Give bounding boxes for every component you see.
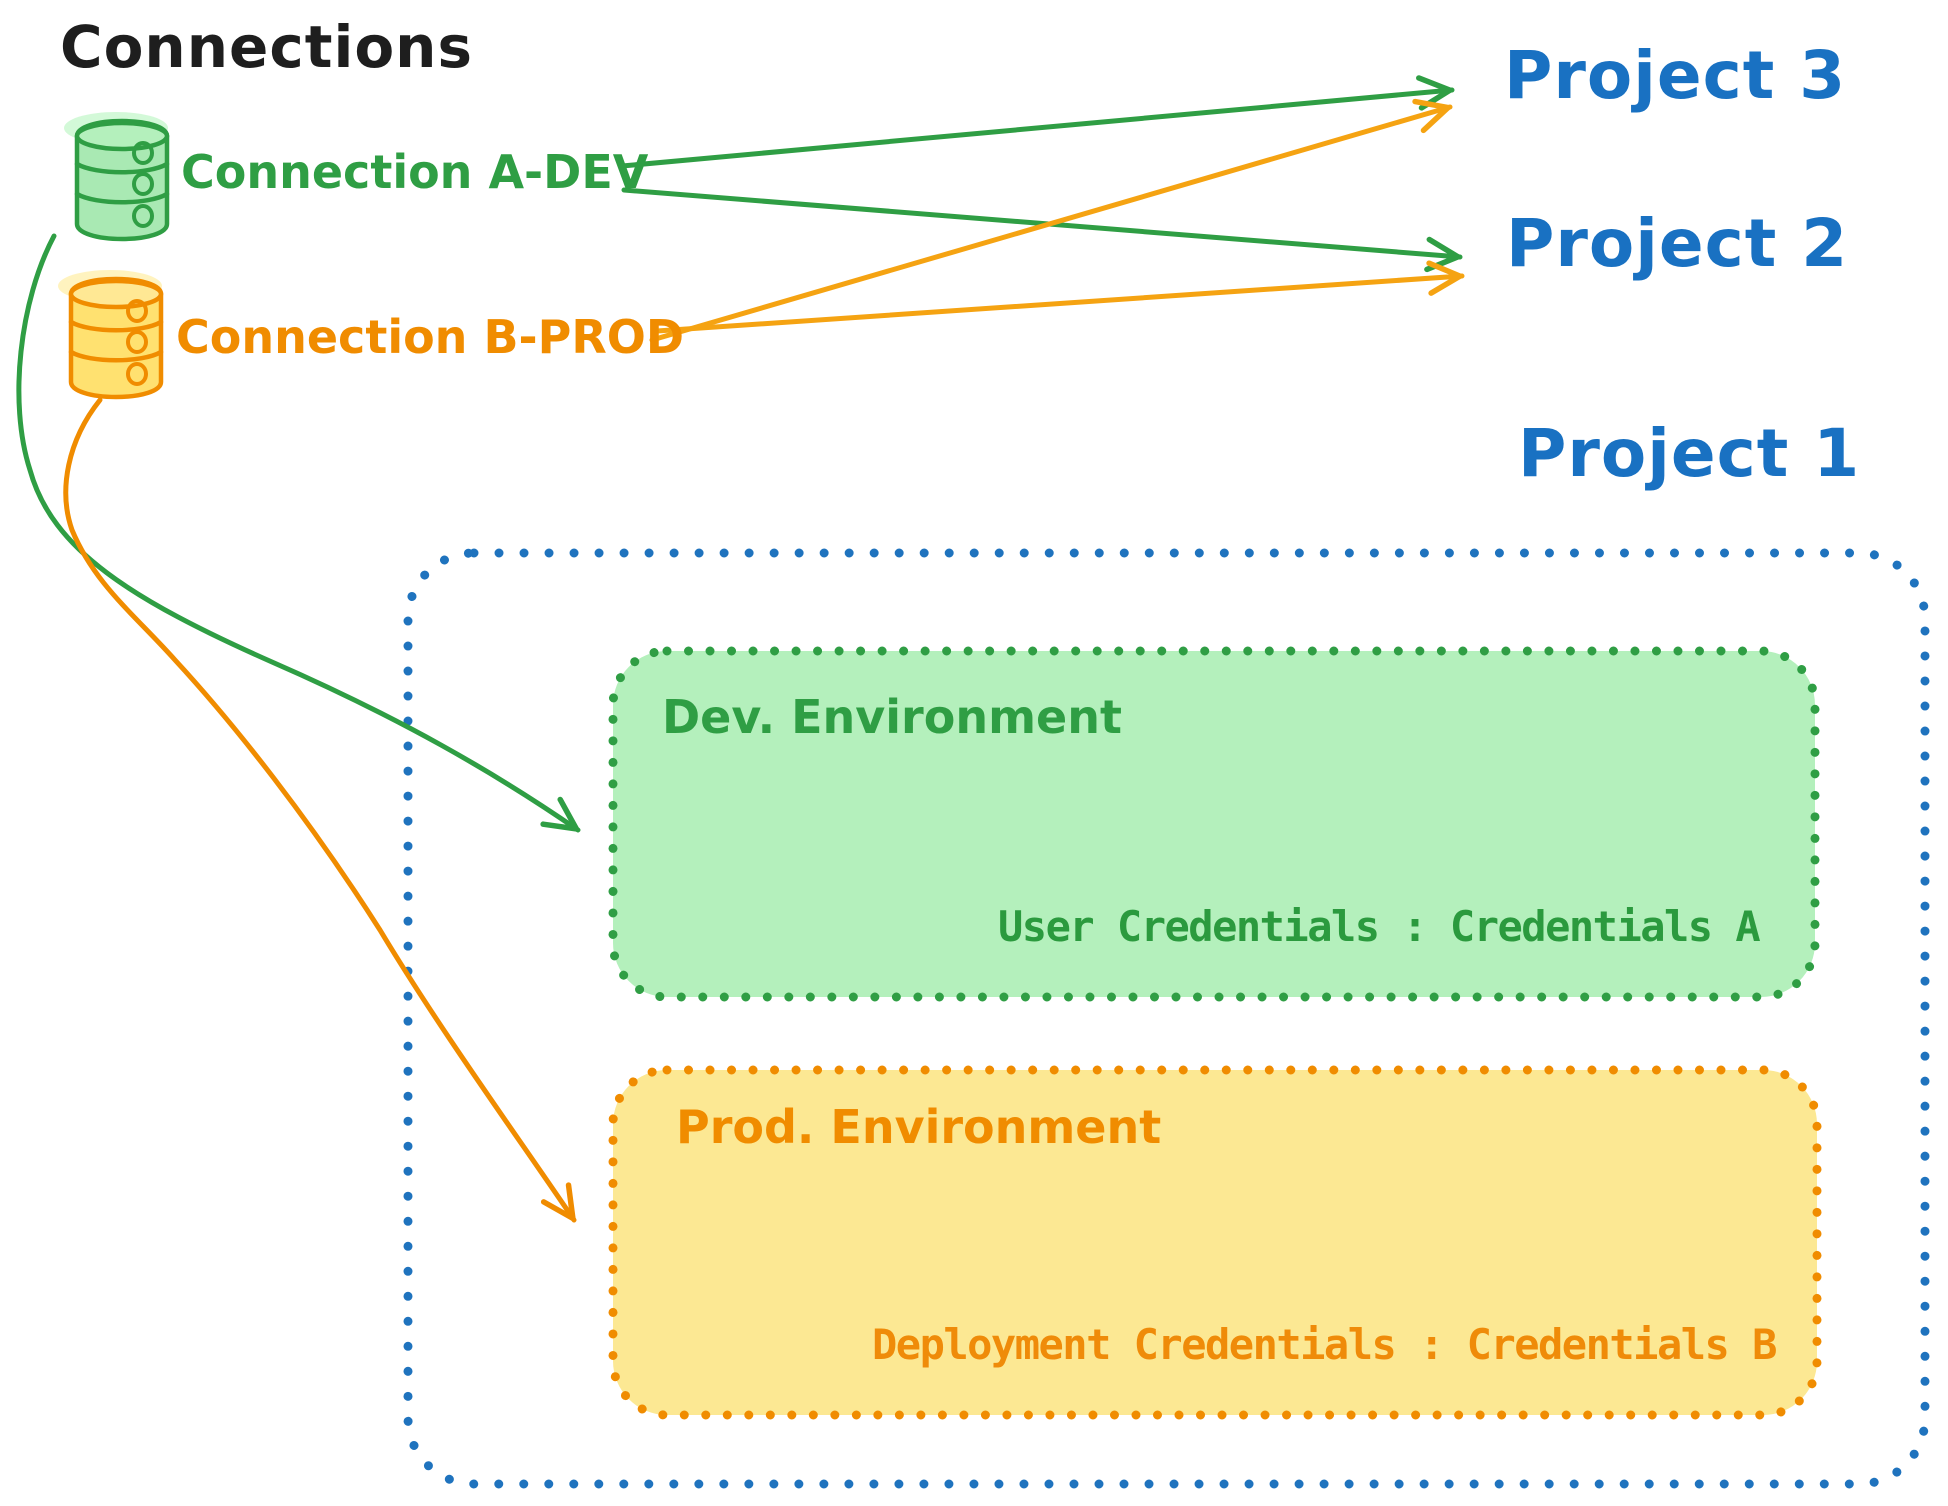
- prod-environment-box: [608, 1065, 1822, 1420]
- arrow-a-dev-to-dev-environment: [16, 233, 581, 833]
- page-title: Connections: [60, 13, 473, 81]
- arrow-b-prod-to-prod-environment: [63, 397, 577, 1223]
- project-1-box: [403, 548, 1930, 1489]
- database-icon-orange: [58, 270, 164, 400]
- connection-a-dev-label: Connection A-DEV: [181, 145, 649, 199]
- arrow-a-dev-to-project-3: [619, 75, 1455, 169]
- project-1-label: Project 1: [1518, 415, 1861, 492]
- connection-b-prod-label: Connection B-PROD: [176, 310, 685, 364]
- database-icon-green: [64, 112, 170, 242]
- prod-credentials-text: Deployment Credentials : Credentials B: [872, 1320, 1777, 1369]
- dev-credentials-text: User Credentials : Credentials A: [998, 902, 1761, 951]
- arrow-b-prod-to-project-2: [654, 260, 1465, 334]
- arrow-a-dev-to-project-2: [621, 187, 1463, 273]
- project-2-label: Project 2: [1506, 205, 1849, 282]
- arrow-b-prod-to-project-3: [649, 98, 1453, 343]
- project-3-label: Project 3: [1504, 37, 1847, 114]
- dev-environment-box: [608, 646, 1820, 1002]
- dev-environment-label: Dev. Environment: [662, 690, 1122, 744]
- prod-environment-label: Prod. Environment: [676, 1100, 1162, 1154]
